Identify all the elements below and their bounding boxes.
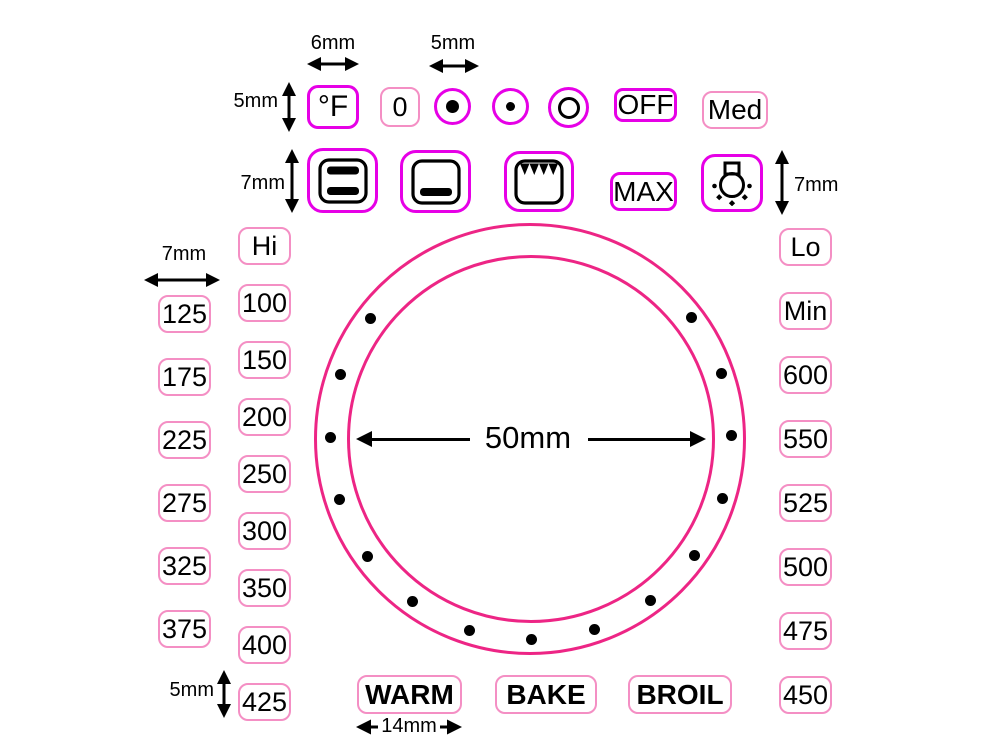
dial-dim-arrowhead-right bbox=[690, 431, 706, 447]
temp-label-400: 400 bbox=[238, 626, 291, 664]
dial-position-dot bbox=[588, 624, 600, 636]
dim-label-7mm-leftcol: 7mm bbox=[161, 243, 207, 265]
temp-label-450: 450 bbox=[779, 676, 832, 714]
dial-position-dot bbox=[407, 595, 419, 607]
dim-arrow-7mm-row2-left bbox=[283, 149, 301, 213]
off-box: OFF bbox=[614, 88, 677, 122]
bottom-element-icon bbox=[400, 150, 471, 213]
temp-label-600: 600 bbox=[779, 356, 832, 394]
temp-label-200: 200 bbox=[238, 398, 291, 436]
filled-dot-large-marker-icon bbox=[434, 88, 471, 125]
dial-dim-arrowhead-left bbox=[356, 431, 372, 447]
dim-arrow-7mm-leftcol bbox=[144, 271, 220, 289]
temp-label-525: 525 bbox=[779, 484, 832, 522]
dial-dim-line-right bbox=[588, 437, 690, 441]
dim-label-14mm: 14mm bbox=[381, 715, 437, 737]
dim-label-6mm: 6mm bbox=[310, 32, 356, 54]
dim-arrow-7mm-row2-right bbox=[773, 150, 791, 215]
dim-arrow-5mm-top bbox=[429, 57, 479, 75]
dial-position-dot bbox=[644, 595, 656, 607]
dim-arrow-5mm-bottomleft bbox=[215, 670, 233, 718]
dial-dim-line-left bbox=[368, 437, 470, 441]
temp-label-hi: Hi bbox=[238, 227, 291, 265]
dial-position-dot bbox=[685, 312, 697, 324]
left-inner-temp-column: Hi 100 150 200 250 300 350 400 425 bbox=[238, 227, 291, 721]
dial-diameter-label: 50mm bbox=[484, 420, 572, 455]
zero-box: 0 bbox=[380, 87, 420, 127]
broil-box: BROIL bbox=[628, 675, 732, 714]
dim-label-7mm-row2-left: 7mm bbox=[240, 172, 285, 194]
temp-label-425: 425 bbox=[238, 683, 291, 721]
temp-label-350: 350 bbox=[238, 569, 291, 607]
dial-position-dot bbox=[324, 431, 336, 443]
temp-label-500: 500 bbox=[779, 548, 832, 586]
temp-label-375: 375 bbox=[158, 610, 211, 648]
temp-label-125: 125 bbox=[158, 295, 211, 333]
temp-label-250: 250 bbox=[238, 455, 291, 493]
dial-position-dot bbox=[362, 550, 374, 562]
temp-unit-box: °F bbox=[307, 85, 359, 129]
dial-position-dot bbox=[463, 624, 475, 636]
temp-label-325: 325 bbox=[158, 547, 211, 585]
temp-label-550: 550 bbox=[779, 420, 832, 458]
warm-box: WARM bbox=[357, 675, 462, 714]
dim-label-7mm-row2-right: 7mm bbox=[794, 174, 839, 196]
temp-label-475: 475 bbox=[779, 612, 832, 650]
dial-outer-circle bbox=[314, 223, 746, 655]
temp-label-175: 175 bbox=[158, 358, 211, 396]
dial-position-dot bbox=[364, 313, 376, 325]
left-outer-temp-column: 125 175 225 275 325 375 bbox=[158, 295, 211, 648]
dial-position-dot bbox=[689, 549, 701, 561]
dim-arrowhead-14mm-left bbox=[356, 719, 378, 735]
med-box: Med bbox=[702, 91, 768, 129]
dial-position-dot bbox=[715, 367, 727, 379]
dim-arrow-5mm-row1 bbox=[280, 82, 298, 132]
dual-element-icon bbox=[307, 148, 378, 213]
temp-label-150: 150 bbox=[238, 341, 291, 379]
dim-arrow-6mm bbox=[307, 55, 359, 73]
oven-light-icon bbox=[701, 154, 763, 212]
dial-position-dot bbox=[726, 430, 738, 442]
open-circle bbox=[557, 96, 580, 119]
filled-dot-small-marker-icon bbox=[492, 88, 529, 125]
broil-element-icon bbox=[504, 151, 574, 212]
max-box: MAX bbox=[610, 172, 677, 211]
large-dot bbox=[446, 100, 459, 113]
temp-label-100: 100 bbox=[238, 284, 291, 322]
dial-inner-circle bbox=[347, 255, 715, 623]
temp-label-225: 225 bbox=[158, 421, 211, 459]
dim-label-5mm-bottomleft: 5mm bbox=[169, 679, 214, 701]
dial-position-dot bbox=[333, 494, 345, 506]
dim-label-5mm-top: 5mm bbox=[430, 32, 476, 54]
temp-label-300: 300 bbox=[238, 512, 291, 550]
dim-arrowhead-14mm-right bbox=[440, 719, 462, 735]
dial-position-dot bbox=[335, 369, 347, 381]
dial-position-dot bbox=[717, 493, 729, 505]
temp-label-275: 275 bbox=[158, 484, 211, 522]
dim-label-5mm-row1: 5mm bbox=[233, 90, 278, 112]
temp-label-min: Min bbox=[779, 292, 832, 330]
small-dot bbox=[506, 102, 515, 111]
bake-box: BAKE bbox=[495, 675, 597, 714]
temp-label-lo: Lo bbox=[779, 228, 832, 266]
open-circle-marker-icon bbox=[548, 87, 589, 128]
dial-position-dot bbox=[526, 634, 538, 646]
